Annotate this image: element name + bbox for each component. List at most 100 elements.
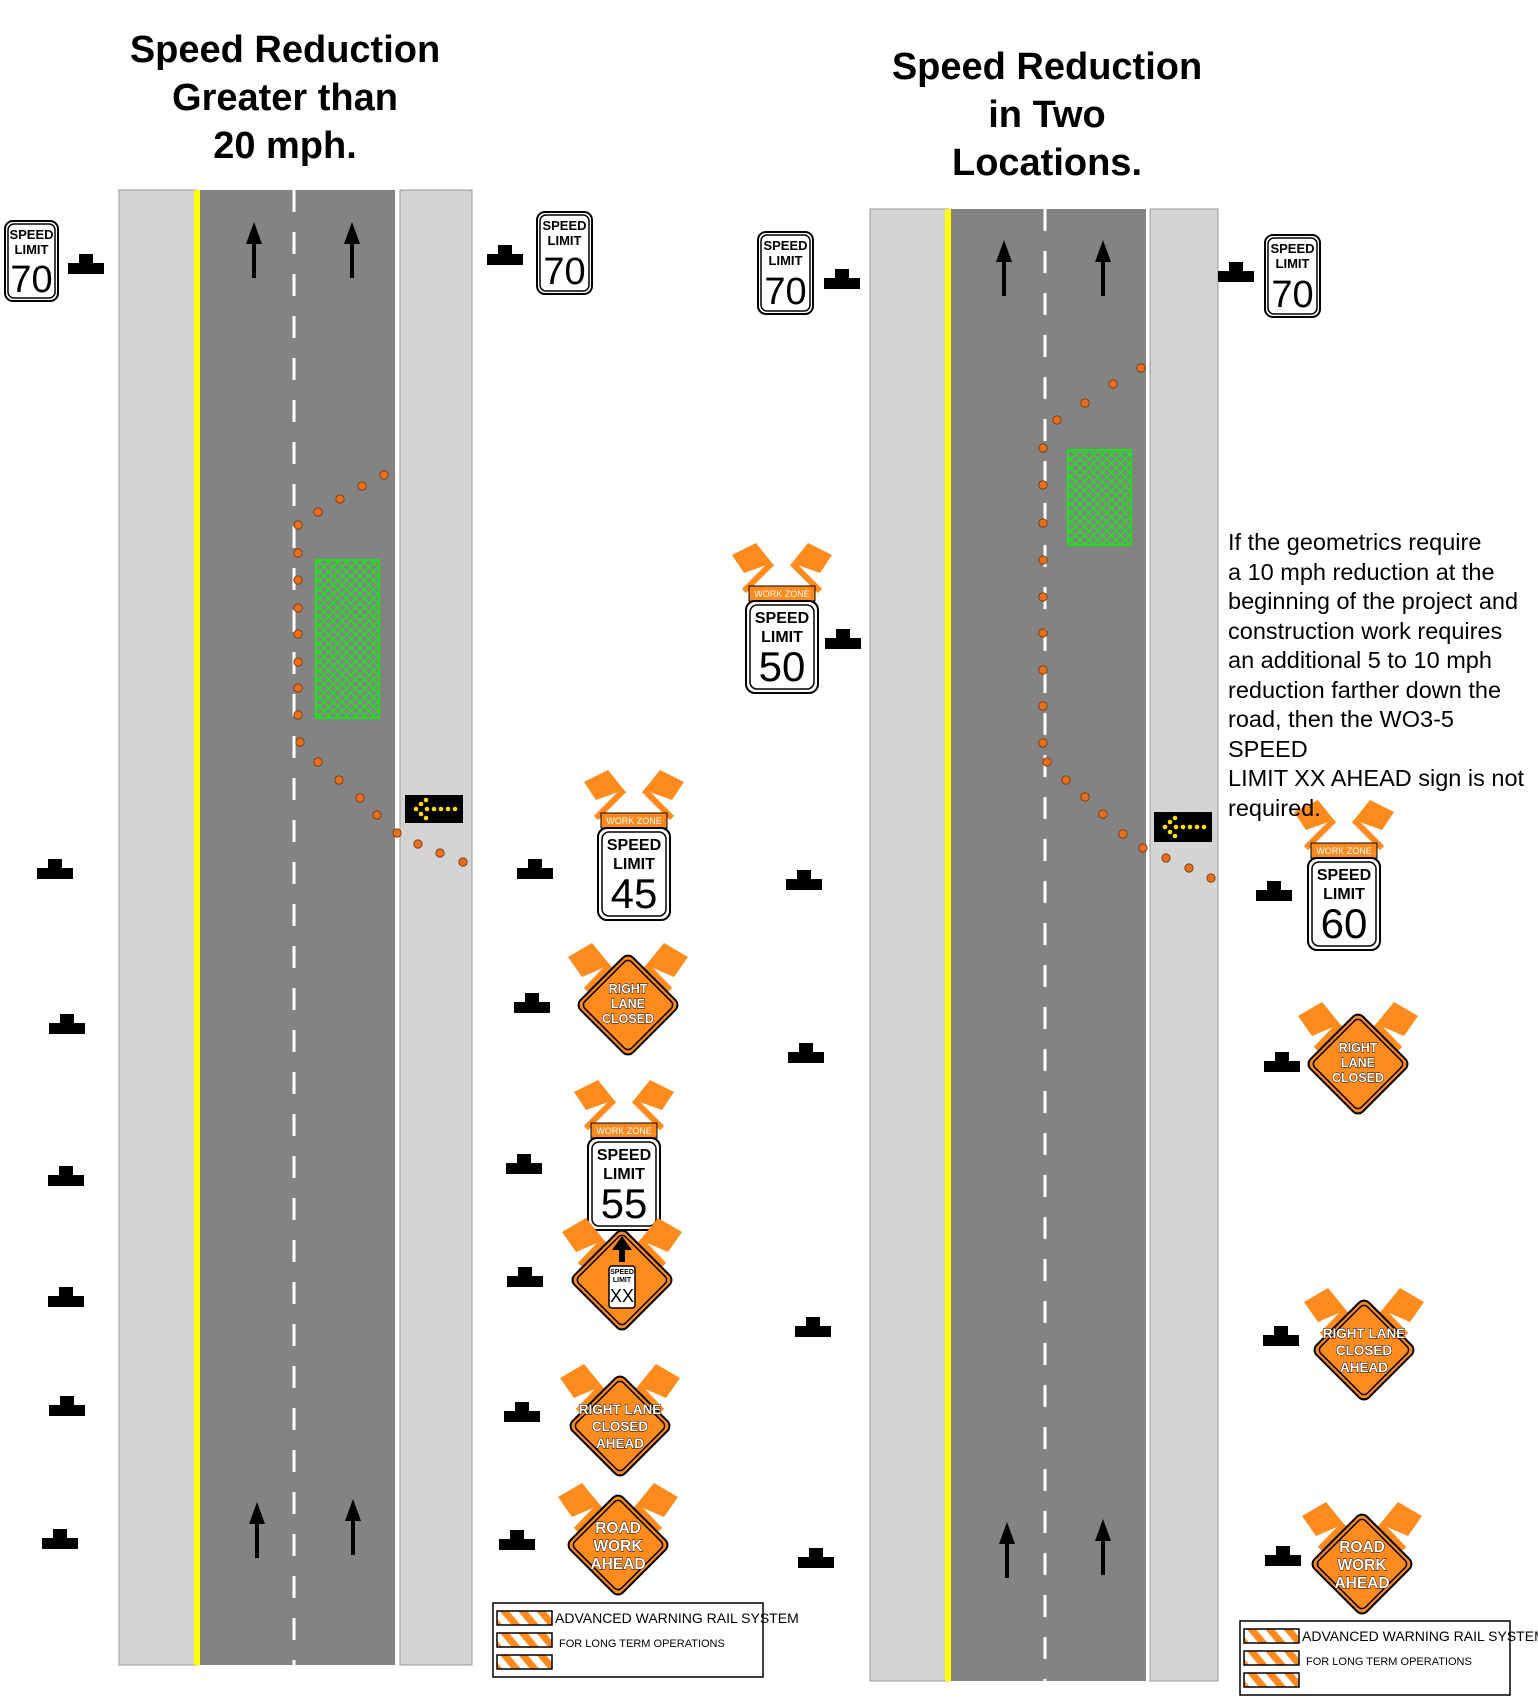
legend-advanced-warning-rail: ADVANCED WARNING RAIL SYSTEM FOR LONG TE… bbox=[1239, 1620, 1538, 1696]
channelizer-drum-icon bbox=[1038, 518, 1048, 528]
channelizer-drum-icon bbox=[1080, 792, 1090, 802]
svg-text:SPEED: SPEED bbox=[1270, 241, 1314, 256]
flag-icon bbox=[635, 1364, 680, 1414]
channelizer-drum-icon bbox=[293, 629, 303, 639]
sign-supports bbox=[37, 245, 1301, 1568]
speed-limit-sign: SPEED LIMIT 70 bbox=[536, 211, 593, 295]
channelizer-drum-icon bbox=[313, 757, 323, 767]
channelizer-taper-right bbox=[1038, 363, 1216, 883]
svg-text:WORK ZONE: WORK ZONE bbox=[596, 1126, 652, 1136]
channelizer-drum-icon bbox=[372, 810, 382, 820]
svg-text:55: 55 bbox=[601, 1180, 648, 1227]
svg-text:SPEED: SPEED bbox=[9, 227, 53, 242]
channelizer-drum-icon bbox=[1038, 480, 1048, 490]
lane-arrow-icon bbox=[996, 240, 1012, 296]
svg-text:FOR LONG TERM OPERATIONS: FOR LONG TERM OPERATIONS bbox=[1306, 1656, 1472, 1668]
svg-text:LIMIT: LIMIT bbox=[761, 629, 803, 646]
barricade-icon bbox=[824, 269, 860, 289]
channelizer-drum-icon bbox=[334, 775, 344, 785]
barricade-icon bbox=[1218, 262, 1254, 282]
barricade-icon bbox=[487, 245, 523, 265]
svg-text:LIMIT: LIMIT bbox=[15, 242, 49, 257]
svg-text:70: 70 bbox=[764, 271, 806, 313]
svg-text:ADVANCED WARNING RAIL SYSTEM: ADVANCED WARNING RAIL SYSTEM bbox=[555, 1610, 799, 1626]
channelizer-drum-icon bbox=[1038, 628, 1048, 638]
channelizer-drum-icon bbox=[1118, 829, 1128, 839]
lane-arrow-icon bbox=[344, 222, 360, 278]
barricade-icon bbox=[1264, 1052, 1300, 1072]
flag-icon bbox=[1304, 1288, 1349, 1338]
barricade-icon bbox=[517, 859, 553, 879]
channelizer-drum-icon bbox=[1138, 843, 1148, 853]
svg-text:45: 45 bbox=[611, 870, 658, 917]
channelizer-drum-icon bbox=[413, 839, 423, 849]
arrow-board-icon bbox=[1154, 812, 1212, 842]
flag-icon bbox=[584, 770, 627, 821]
flag-icon bbox=[641, 770, 684, 821]
flag-icon bbox=[558, 1483, 603, 1533]
right-roadway bbox=[869, 208, 1219, 1682]
svg-text:LIMIT: LIMIT bbox=[1276, 256, 1310, 271]
channelizer-taper-left bbox=[293, 470, 468, 867]
flag-icon bbox=[732, 543, 775, 594]
lane-arrow-icon bbox=[246, 222, 262, 278]
speed-limit-sign: SPEED LIMIT 70 bbox=[4, 220, 59, 302]
barricade-icon bbox=[42, 1529, 78, 1549]
channelizer-drum-icon bbox=[293, 520, 303, 530]
barricade-icon bbox=[1265, 1546, 1301, 1566]
lane-arrows bbox=[246, 222, 1111, 1578]
lane-arrow-icon bbox=[345, 1499, 361, 1555]
svg-text:WORK ZONE: WORK ZONE bbox=[1316, 846, 1372, 856]
barricade-icon bbox=[788, 1043, 824, 1063]
barricade-icon bbox=[825, 629, 861, 649]
barricade-icon bbox=[48, 1287, 84, 1307]
svg-text:LIMIT: LIMIT bbox=[613, 1277, 632, 1284]
speed-limit-ahead-sign: SPEED LIMIT XX bbox=[562, 1218, 682, 1331]
barricade-icon bbox=[499, 1530, 535, 1550]
barricade-icon bbox=[48, 1166, 84, 1186]
channelizer-drum-icon bbox=[295, 737, 305, 747]
channelizer-drum-icon bbox=[1098, 809, 1108, 819]
barricade-icon bbox=[786, 870, 822, 890]
svg-text:LIMIT: LIMIT bbox=[548, 233, 582, 248]
left-roadway bbox=[118, 189, 473, 1666]
svg-text:SPEED: SPEED bbox=[607, 837, 661, 854]
channelizer-drum-icon bbox=[355, 793, 365, 803]
barricade-icon bbox=[504, 1402, 540, 1422]
geometrics-note: If the geometrics require a 10 mph reduc… bbox=[1228, 529, 1525, 821]
left-shoulder bbox=[869, 208, 949, 1682]
flag-icon bbox=[633, 1483, 678, 1533]
channelizer-drum-icon bbox=[293, 603, 303, 613]
svg-text:WORK ZONE: WORK ZONE bbox=[754, 589, 810, 599]
channelizer-drum-icon bbox=[379, 470, 389, 480]
barricade-icon bbox=[514, 993, 550, 1013]
svg-text:LIMIT: LIMIT bbox=[1323, 886, 1365, 903]
svg-text:SPEED: SPEED bbox=[1317, 867, 1371, 884]
svg-text:FOR LONG TERM OPERATIONS: FOR LONG TERM OPERATIONS bbox=[559, 1638, 725, 1650]
svg-text:70: 70 bbox=[1271, 274, 1313, 316]
flag-icon bbox=[1377, 1502, 1422, 1552]
channelizer-drum-icon bbox=[1161, 853, 1171, 863]
channelizer-drum-icon bbox=[1080, 398, 1090, 408]
legend-advanced-warning-rail: ADVANCED WARNING RAIL SYSTEM FOR LONG TE… bbox=[492, 1602, 799, 1678]
work-zone-speed-limit-sign: WORK ZONE SPEED LIMIT 60 bbox=[1294, 800, 1394, 951]
flag-icon bbox=[560, 1364, 605, 1414]
speed-limit-sign: SPEED LIMIT 70 bbox=[757, 231, 814, 315]
flag-icon bbox=[1298, 1002, 1343, 1052]
channelizer-drum-icon bbox=[1038, 443, 1048, 453]
channelizer-drum-icon bbox=[1038, 701, 1048, 711]
lane-arrow-icon bbox=[249, 1502, 265, 1558]
barricade-icon bbox=[68, 254, 104, 274]
channelizer-drum-icon bbox=[293, 710, 303, 720]
barricade-icon bbox=[49, 1014, 85, 1034]
